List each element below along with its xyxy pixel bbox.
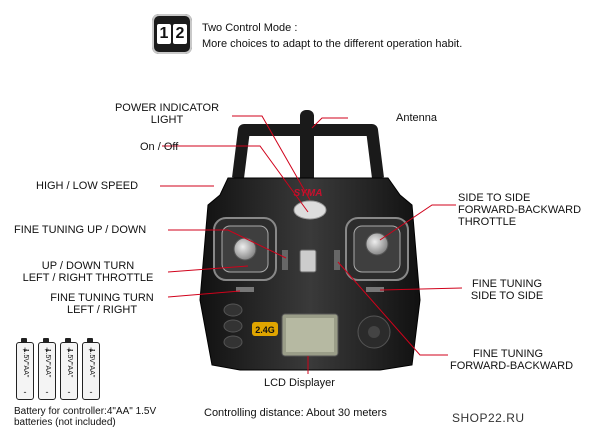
leader-trim-ud bbox=[168, 229, 287, 259]
label-high-low-speed: HIGH / LOW SPEED bbox=[36, 180, 139, 192]
leader-antenna bbox=[311, 117, 348, 129]
mode-title: Two Control Mode : bbox=[202, 22, 298, 34]
leader-left-stick bbox=[167, 265, 249, 273]
mode-digit-1: 1 bbox=[157, 24, 171, 44]
mode-subtitle: More choices to adapt to the different o… bbox=[202, 38, 463, 50]
frequency-badge-text: 2.4G bbox=[255, 325, 275, 335]
antenna bbox=[300, 110, 314, 185]
frequency-badge bbox=[252, 322, 278, 336]
battery-note: Battery for controller:4"AA" 1.5V batter… bbox=[14, 406, 157, 428]
watermark: SHOP22.RU bbox=[452, 411, 525, 425]
battery-icon: +1.5V"AA"- bbox=[38, 338, 56, 400]
label-fine-tuning-turn: FINE TUNING TURN LEFT / RIGHT bbox=[50, 292, 154, 316]
label-fine-tuning-side: FINE TUNING SIDE TO SIDE bbox=[470, 278, 544, 302]
two-mode-icon: 1 2 bbox=[152, 14, 192, 54]
label-lcd: LCD Displayer bbox=[264, 377, 335, 389]
label-fine-tuning-up-down: FINE TUNING UP / DOWN bbox=[14, 224, 147, 236]
leader-power bbox=[232, 115, 311, 201]
leader-right-stick bbox=[379, 204, 456, 241]
leader-trim-side bbox=[379, 287, 463, 291]
label-antenna: Antenna bbox=[396, 112, 437, 124]
label-fine-tuning-fb: FINE TUNING FORWARD-BACKWARD bbox=[450, 348, 574, 372]
battery-icon: +1.5V"AA"- bbox=[82, 338, 100, 400]
label-on-off: On / Off bbox=[140, 141, 179, 153]
brand-logo: SYMA bbox=[294, 188, 323, 199]
battery-icon: +1.5V"AA"- bbox=[16, 338, 34, 400]
controlling-distance: Controlling distance: About 30 meters bbox=[204, 407, 387, 419]
label-up-down-turn: UP / DOWN TURN LEFT / RIGHT THROTTLE bbox=[22, 260, 154, 284]
left-horizontal-trim bbox=[236, 287, 254, 292]
left-stick bbox=[233, 237, 257, 261]
mode-digit-2: 2 bbox=[173, 24, 187, 44]
power-button bbox=[293, 200, 327, 220]
center-switch bbox=[299, 249, 317, 273]
leader-onoff bbox=[162, 145, 309, 213]
right-vertical-trim bbox=[334, 250, 340, 270]
leader-trim-fb bbox=[337, 261, 448, 356]
right-horizontal-trim bbox=[366, 287, 384, 292]
battery-icon: +1.5V"AA"- bbox=[60, 338, 78, 400]
label-power-indicator: POWER INDICATOR LIGHT bbox=[114, 102, 220, 126]
label-side-to-side: SIDE TO SIDE FORWARD-BACKWARD THROTTLE bbox=[458, 192, 582, 228]
leader-trim-lr bbox=[167, 290, 241, 298]
left-vertical-trim bbox=[282, 250, 288, 270]
